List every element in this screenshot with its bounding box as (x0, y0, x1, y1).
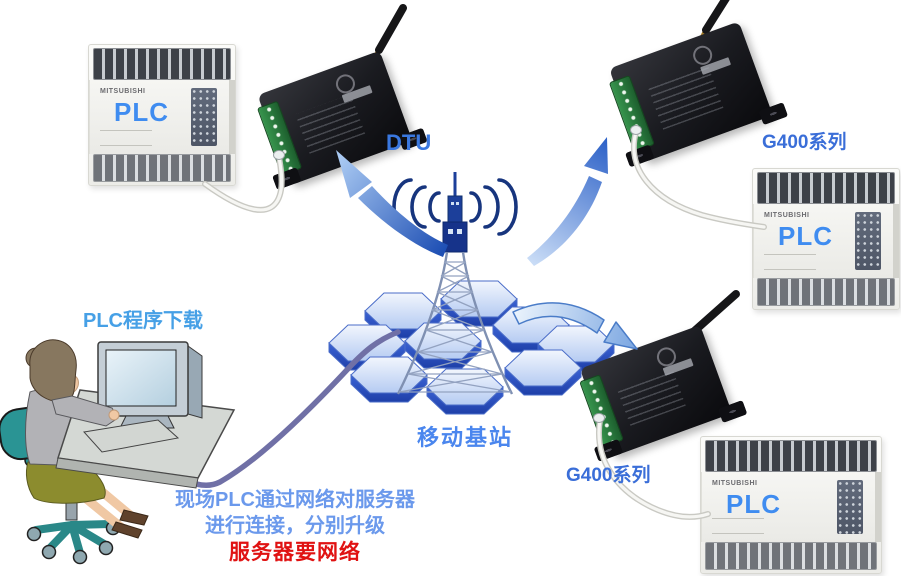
g400-series-label-bottom: G400系列 (566, 465, 651, 486)
terminal-strip-top (705, 440, 877, 472)
desk (55, 389, 236, 489)
caption-warning-line: 服务器要网络 (229, 541, 361, 564)
mount-flange (758, 102, 789, 126)
mount-flange (624, 144, 655, 168)
plc-download-label: PLC程序下载 (83, 310, 203, 332)
g400-series-label-top: G400系列 (762, 132, 847, 153)
plc-front-face: MITSUBISHI PLC (753, 204, 899, 278)
terminal-strip-bottom (705, 542, 877, 570)
arrow-to-dtu (336, 150, 448, 257)
plc-slot-lines (764, 254, 816, 270)
plc-label-text: PLC (778, 221, 833, 251)
mount-flange (272, 167, 302, 191)
arrow-to-g400-bottom (512, 302, 638, 350)
network-cable (147, 329, 401, 488)
mount-flange (593, 438, 624, 462)
terminal-block-green (257, 101, 303, 176)
plc-device-left: MITSUBISHI PLC (88, 44, 236, 186)
vent-lines (648, 66, 724, 130)
plc-led-panel (191, 88, 217, 146)
vent-lines (294, 93, 366, 154)
terminal-block-green (579, 374, 624, 448)
terminal-strip-top (93, 48, 231, 80)
base-station-label: 移动基站 (416, 425, 513, 450)
plc-label-text: PLC (726, 489, 781, 519)
office-chair (0, 405, 121, 565)
terminal-strip-top (757, 172, 895, 204)
operator-arm (51, 395, 120, 427)
g400-modem-top (608, 21, 789, 168)
plc-led-panel (855, 212, 881, 270)
radio-waves-icon (392, 178, 518, 236)
caption-line-2: 进行连接，分别升级 (205, 515, 385, 537)
hexagon-cell-grid (328, 280, 615, 415)
cell-tower (396, 172, 514, 395)
plc-device-right-top: MITSUBISHI PLC (752, 168, 900, 310)
plc-front-face: MITSUBISHI PLC (701, 472, 881, 542)
plc-label-text: PLC (114, 97, 169, 127)
terminal-strip-bottom (93, 154, 231, 182)
dtu-modem-device (257, 50, 428, 191)
keyboard (83, 419, 180, 453)
plc-front-face: MITSUBISHI PLC (89, 80, 235, 154)
caption-line-1: 现场PLC通过网络对服务器 (175, 489, 415, 511)
terminal-block-green (608, 75, 655, 153)
mount-flange (717, 400, 748, 424)
plc-slot-lines (100, 130, 152, 146)
crt-monitor (97, 341, 203, 429)
dtu-label: DTU (386, 130, 432, 155)
caption-block: 现场PLC通过网络对服务器 进行连接，分别升级 服务器要网络 (120, 487, 470, 567)
terminal-strip-bottom (757, 278, 895, 306)
plc-brand-text: MITSUBISHI (712, 480, 758, 487)
plc-device-right-bottom: MITSUBISHI PLC (700, 436, 882, 574)
plc-brand-text: MITSUBISHI (764, 212, 810, 219)
vent-lines (616, 367, 687, 427)
plc-brand-text: MITSUBISHI (100, 88, 146, 95)
plc-slot-lines (712, 518, 764, 534)
plc-led-panel (837, 480, 863, 534)
arrow-to-g400-top (527, 137, 608, 266)
